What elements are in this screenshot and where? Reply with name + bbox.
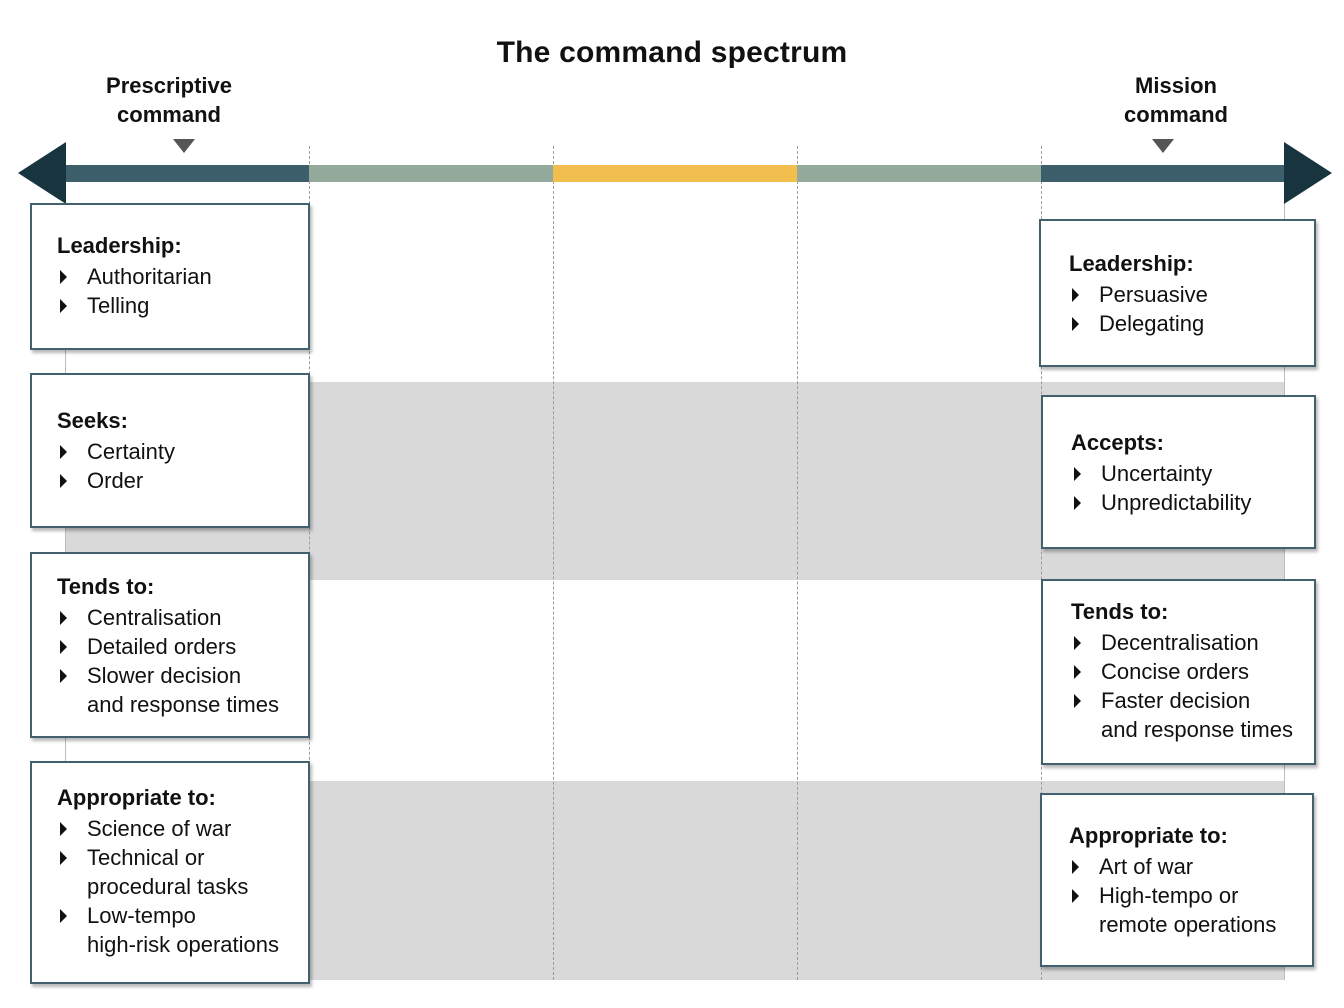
spectrum-segment-3 — [553, 165, 797, 182]
list-item-text-continued: and response times — [87, 692, 279, 717]
list-item-text: Slower decision — [87, 663, 242, 688]
right-appropriate-box: Appropriate to: Art of war High-tempo or… — [1040, 793, 1314, 967]
list-item: Low-tempo high-risk operations — [57, 901, 298, 959]
spectrum-segment-5 — [1041, 165, 1288, 182]
list-item: Decentralisation — [1071, 628, 1304, 657]
left-seeks-title: Seeks: — [57, 408, 128, 433]
list-item-text: Concise orders — [1101, 659, 1249, 684]
list-item: High-tempo or remote operations — [1069, 881, 1302, 939]
list-item: Certainty — [57, 437, 298, 466]
list-item-text-continued: high-risk operations — [87, 932, 279, 957]
right-leadership-title: Leadership: — [1069, 251, 1194, 276]
right-accepts-box: Accepts: Uncertainty Unpredictability — [1041, 395, 1316, 549]
right-tends-title: Tends to: — [1071, 599, 1169, 624]
right-tends-box: Tends to: Decentralisation Concise order… — [1041, 579, 1316, 765]
spectrum-segment-2 — [309, 165, 553, 182]
column-divider-4 — [1041, 146, 1042, 980]
list-item: Unpredictability — [1071, 488, 1304, 517]
list-item-text: Art of war — [1099, 854, 1194, 879]
list-item: Art of war — [1069, 852, 1302, 881]
mission-command-label: Mission command — [1066, 71, 1286, 129]
mission-label-line1: Mission — [1135, 73, 1217, 98]
list-item-text-continued: and response times — [1101, 717, 1293, 742]
list-item-text: High-tempo or — [1099, 883, 1239, 908]
spectrum-segment-1 — [62, 165, 309, 182]
left-leadership-list: Authoritarian Telling — [57, 262, 298, 320]
right-appropriate-list: Art of war High-tempo or remote operation… — [1069, 852, 1302, 939]
list-item-text: Detailed orders — [87, 634, 237, 659]
mission-pointer-icon — [1152, 139, 1174, 153]
list-item: Delegating — [1069, 309, 1304, 338]
list-item: Technical or procedural tasks — [57, 843, 298, 901]
right-accepts-list: Uncertainty Unpredictability — [1071, 459, 1304, 517]
list-item-text: Centralisation — [87, 605, 222, 630]
list-item: Detailed orders — [57, 632, 298, 661]
prescriptive-pointer-icon — [173, 139, 195, 153]
column-divider-2 — [553, 146, 554, 980]
prescriptive-label-line1: Prescriptive — [106, 73, 232, 98]
right-accepts-title: Accepts: — [1071, 430, 1164, 455]
left-tends-list: Centralisation Detailed orders Slower de… — [57, 603, 298, 719]
list-item: Telling — [57, 291, 298, 320]
left-appropriate-box: Appropriate to: Science of war Technical… — [30, 761, 310, 984]
list-item: Centralisation — [57, 603, 298, 632]
list-item: Concise orders — [1071, 657, 1304, 686]
list-item-text: Science of war — [87, 816, 232, 841]
list-item-text: Decentralisation — [1101, 630, 1259, 655]
left-appropriate-list: Science of war Technical or procedural ta… — [57, 814, 298, 959]
prescriptive-label-line2: command — [117, 102, 221, 127]
left-appropriate-title: Appropriate to: — [57, 785, 216, 810]
list-item: Uncertainty — [1071, 459, 1304, 488]
diagram-title: The command spectrum — [496, 36, 848, 69]
list-item: Authoritarian — [57, 262, 298, 291]
left-leadership-title: Leadership: — [57, 233, 182, 258]
arrow-right-icon — [1284, 142, 1332, 204]
list-item: Slower decision and response times — [57, 661, 298, 719]
list-item-text: Technical or — [87, 845, 205, 870]
list-item-text: Faster decision — [1101, 688, 1251, 713]
list-item: Faster decision and response times — [1071, 686, 1304, 744]
arrow-left-icon — [18, 142, 66, 204]
list-item-text: Low-tempo — [87, 903, 196, 928]
right-leadership-list: Persuasive Delegating — [1069, 280, 1304, 338]
left-seeks-box: Seeks: Certainty Order — [30, 373, 310, 528]
left-tends-box: Tends to: Centralisation Detailed orders… — [30, 552, 310, 738]
right-appropriate-title: Appropriate to: — [1069, 823, 1228, 848]
spectrum-segment-4 — [797, 165, 1041, 182]
left-leadership-box: Leadership: Authoritarian Telling — [30, 203, 310, 350]
mission-label-line2: command — [1124, 102, 1228, 127]
list-item: Persuasive — [1069, 280, 1304, 309]
column-divider-3 — [797, 146, 798, 980]
list-item: Science of war — [57, 814, 298, 843]
list-item-text-continued: remote operations — [1099, 912, 1277, 937]
left-tends-title: Tends to: — [57, 574, 155, 599]
left-seeks-list: Certainty Order — [57, 437, 298, 495]
list-item: Order — [57, 466, 298, 495]
list-item-text-continued: procedural tasks — [87, 874, 249, 899]
prescriptive-command-label: Prescriptive command — [59, 71, 279, 129]
right-tends-list: Decentralisation Concise orders Faster d… — [1071, 628, 1304, 744]
right-leadership-box: Leadership: Persuasive Delegating — [1039, 219, 1316, 367]
